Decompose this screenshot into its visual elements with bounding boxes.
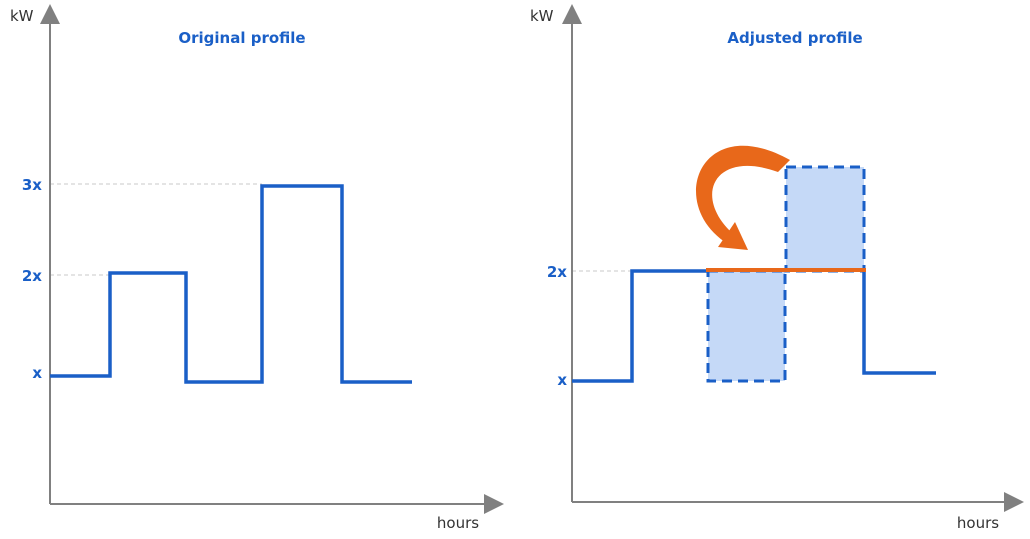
right-x-axis-label: hours: [957, 514, 999, 532]
adjusted-profile-line-end: [862, 271, 936, 375]
shift-arrow-body: [696, 145, 790, 244]
right-tick-2x: 2x: [547, 263, 567, 281]
shaved-peak-block: [784, 165, 866, 273]
left-y-axis-label: kW: [10, 7, 34, 25]
right-y-axis-label: kW: [530, 7, 554, 25]
filled-valley-block: [706, 269, 787, 383]
left-panel-title: Original profile: [178, 29, 305, 47]
adjusted-profile-panel: kW Adjusted profile 2x x hours: [530, 4, 1024, 532]
adjusted-profile-line-start: [572, 269, 708, 383]
shift-arrow-head: [718, 222, 748, 250]
left-tick-2x: 2x: [22, 267, 42, 285]
original-profile-line: [50, 184, 412, 384]
left-tick-x: x: [32, 364, 42, 382]
right-tick-x: x: [557, 371, 567, 389]
left-tick-3x: 3x: [22, 176, 42, 194]
right-panel-title: Adjusted profile: [727, 29, 862, 47]
left-x-axis-label: hours: [437, 514, 479, 532]
original-profile-panel: kW Original profile 3x 2x x hours: [10, 4, 504, 532]
